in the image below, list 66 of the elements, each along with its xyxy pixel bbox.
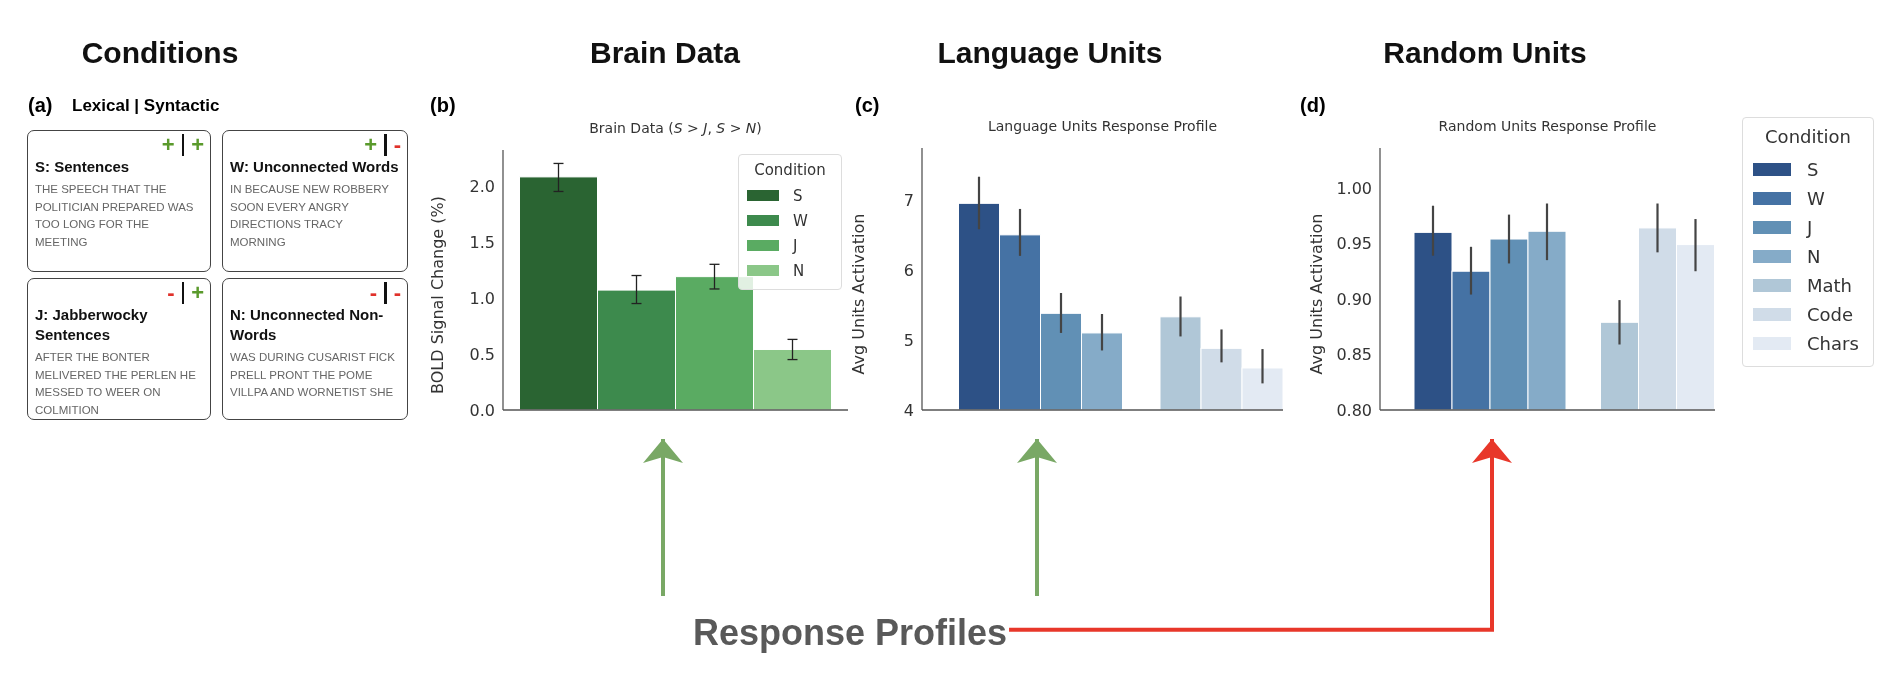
- condition-card: [222, 278, 408, 420]
- chart-title: Random Units Response Profile: [1438, 118, 1657, 134]
- example-text: THE SPEECH THAT THE POLITICIAN PREPARED WAS TOO LONG FOR THE MEETING: [35, 182, 195, 250]
- legend-label: J: [1807, 217, 1813, 238]
- example-text: AFTER THE BONTER MELIVERED THE PERLEN HE MESSED TO WEER ON COLMITION: [35, 350, 197, 418]
- arrow: [643, 439, 683, 596]
- panel-label: (c): [855, 94, 880, 117]
- syntactic-sign: -: [393, 283, 401, 303]
- legend-label: N: [793, 261, 805, 280]
- syntactic-sign: -: [393, 135, 401, 155]
- card-title: W: Unconnected Words: [230, 157, 400, 177]
- column-heading: Language Units: [937, 36, 1163, 70]
- tick-label: 6: [903, 260, 914, 280]
- tick-label: 2.0: [469, 176, 495, 196]
- legend-title: Condition: [753, 161, 827, 179]
- panel-label: (d): [1300, 94, 1326, 117]
- lexical-sign: +: [161, 135, 175, 155]
- arrow: [1009, 439, 1512, 632]
- tick-label: 0.95: [1336, 234, 1372, 254]
- legend-label: J: [793, 236, 798, 255]
- caption-text: Response Profiles: [692, 612, 1008, 654]
- lexical-sign: -: [369, 283, 378, 303]
- column-heading: Brain Data: [590, 36, 740, 70]
- axis-title: Avg Units Activation: [1307, 213, 1326, 375]
- legend-label: Code: [1807, 304, 1854, 325]
- example-text: IN BECAUSE NEW ROBBERY SOON EVERY ANGRY DIRECTIONS TRACY MORNING: [230, 182, 390, 250]
- chart-title: Brain Data (S > J, S > N): [589, 120, 762, 136]
- axis-title: BOLD Signal Change (%): [428, 196, 447, 394]
- chart-title: Language Units Response Profile: [988, 118, 1217, 134]
- tick-label: 7: [903, 190, 914, 210]
- tick-label: 5: [903, 330, 914, 350]
- tick-label: 1.00: [1336, 178, 1372, 198]
- panel-label: (a): [28, 94, 53, 117]
- legend-label: W: [1807, 188, 1825, 209]
- card-title: J: Jabberwocky Sentences: [35, 305, 149, 345]
- syntactic-sign: +: [191, 283, 204, 303]
- legend-label: W: [793, 211, 808, 230]
- tick-label: 0.0: [469, 401, 495, 420]
- column-heading: Conditions: [81, 36, 239, 70]
- tick-label: 0.85: [1336, 345, 1372, 365]
- card-title: N: Unconnected Non-Words: [230, 305, 385, 345]
- condition-card: [27, 278, 211, 420]
- card-title: S: Sentences: [35, 157, 131, 177]
- legend-label: Chars: [1807, 333, 1859, 354]
- tick-label: 0.80: [1336, 401, 1372, 420]
- column-heading: Random Units: [1383, 36, 1587, 70]
- legend-label: S: [793, 186, 803, 205]
- tick-label: 0.90: [1336, 290, 1372, 309]
- tick-label: 4: [903, 401, 914, 420]
- condition-card: [27, 130, 211, 272]
- panel-subtitle: Lexical | Syntactic: [72, 96, 220, 116]
- lexical-sign: +: [364, 135, 378, 155]
- syntactic-sign: +: [191, 135, 204, 155]
- tick-label: 1.5: [469, 232, 495, 252]
- example-text: WAS DURING CUSARIST FICK PRELL PRONT THE POME VILLPA AND WORNETIST SHE: [230, 350, 396, 400]
- legend-label: S: [1807, 159, 1819, 180]
- legend-label: N: [1807, 246, 1821, 267]
- arrow: [1017, 439, 1057, 596]
- legend-title: Condition: [1764, 126, 1852, 147]
- tick-label: 1.0: [469, 288, 495, 308]
- panel-label: (b): [430, 94, 456, 117]
- legend-label: Math: [1807, 275, 1853, 296]
- condition-card: [222, 130, 408, 272]
- tick-label: 0.5: [469, 344, 495, 364]
- lexical-sign: -: [167, 283, 175, 303]
- axis-title: Avg Units Activation: [849, 213, 868, 375]
